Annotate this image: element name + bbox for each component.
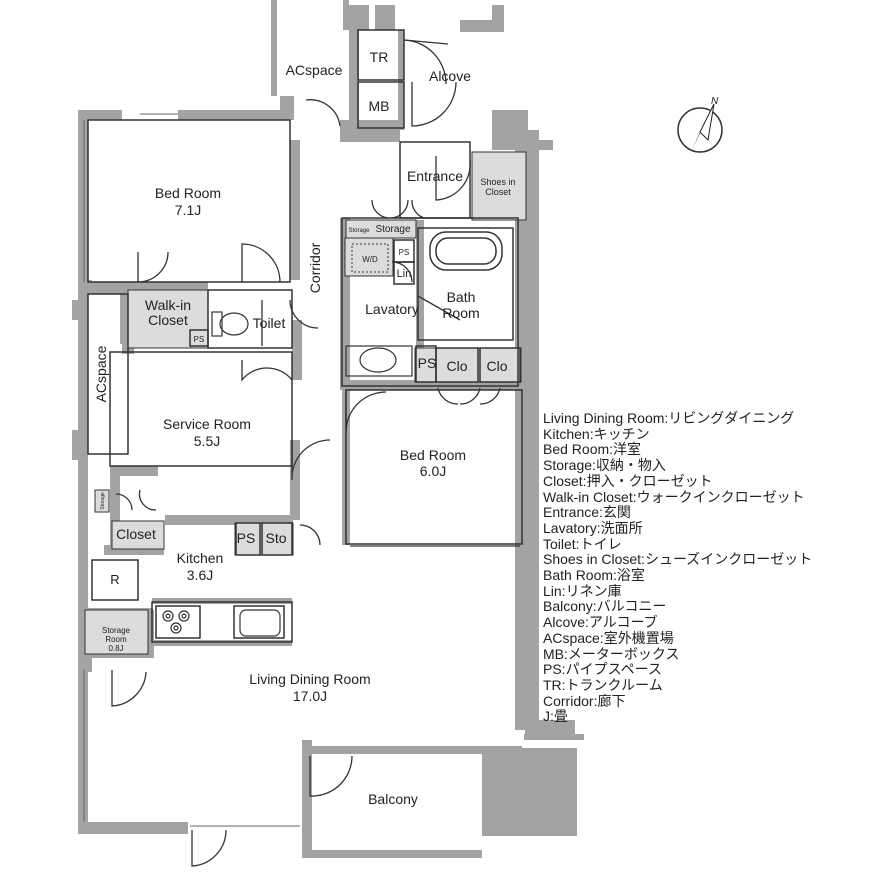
legend-item: PS:パイプスペース [543, 661, 662, 678]
acspace-left-label: ACspace [93, 345, 109, 402]
wd-label: W/D [362, 255, 378, 264]
bath-room-label-2: Room [442, 305, 479, 321]
compass-north-label: N [711, 96, 719, 107]
storage-room-size: 0.8J [108, 644, 123, 653]
ps-lav-label: PS [399, 248, 410, 257]
legend-item: Walk-in Closet:ウォークインクローゼット [543, 488, 805, 505]
legend-item: Lavatory:洗面所 [543, 519, 643, 536]
acspace-top-label: ACspace [286, 62, 343, 78]
bath-room-label-1: Bath [447, 289, 476, 305]
closet-label: Closet [116, 526, 156, 542]
bed-room-1-size: 7.1J [175, 202, 201, 218]
shoes-in-closet-label-1: Shoes in [480, 177, 515, 187]
lavatory-label: Lavatory [365, 301, 419, 317]
alcove-label: Alcove [429, 68, 471, 84]
kitchen-size: 3.6J [187, 567, 213, 583]
storage-room-label-1: Storage [102, 626, 131, 635]
legend: Living Dining Room:リビングダイニング Kitchen:キッチ… [543, 410, 868, 725]
north-compass-icon: N [677, 96, 723, 153]
walk-in-closet-label-2: Closet [148, 312, 188, 328]
service-room-name: Service Room [163, 416, 251, 432]
legend-item: Bath Room:浴室 [543, 567, 645, 584]
refrigerator-label: R [110, 572, 119, 587]
clo-1-label: Clo [446, 358, 467, 374]
bed-room-2-name: Bed Room [400, 447, 466, 463]
bed-room-2-size: 6.0J [420, 463, 446, 479]
legend-item: Living Dining Room:リビングダイニング [543, 410, 795, 426]
legend-item: Lin:リネン庫 [543, 582, 622, 599]
legend-item: MB:メーターボックス [543, 645, 680, 662]
stove-icon [162, 610, 190, 634]
ps-wic-label: PS [194, 335, 205, 344]
sto-label: Sto [265, 530, 286, 546]
legend-item: Balcony:バルコニー [543, 598, 667, 615]
legend-item: Kitchen:キッチン [543, 425, 650, 442]
legend-item: Storage:収納・物入 [543, 457, 666, 474]
washer-dryer-space [351, 243, 389, 273]
walls [72, 0, 584, 858]
room-labels: Bed Room 7.1J Walk-in Closet Toilet ACsp… [110, 49, 507, 807]
entrance-label: Entrance [407, 168, 463, 184]
walk-in-closet-label-1: Walk-in [145, 297, 191, 313]
small-labels: Storage Storage W/D PS Lin Shoes in Clos… [102, 177, 516, 653]
corridor-label: Corridor [307, 242, 323, 293]
lin-label: Lin [397, 268, 412, 280]
door-swings [111, 39, 520, 867]
tr-label: TR [370, 49, 389, 65]
storage-room-label-2: Room [105, 635, 127, 644]
clo-2-label: Clo [486, 358, 507, 374]
ps-kitchen-label: PS [237, 530, 256, 546]
legend-item: Shoes in Closet:シューズインクローゼット [543, 551, 813, 568]
legend-item: Corridor:廊下 [543, 692, 626, 709]
closet-fills [84, 151, 527, 655]
ps-mid-label: PS [418, 355, 437, 371]
shoes-in-closet-label-2: Closet [485, 187, 511, 197]
legend-item: ACspace:室外機置場 [543, 629, 674, 646]
kitchen-name: Kitchen [177, 550, 224, 566]
toilet-icon [211, 311, 249, 337]
legend-item: Toilet:トイレ [543, 535, 622, 552]
storage-side-label: Storage [100, 492, 106, 510]
living-dining-name: Living Dining Room [249, 671, 370, 687]
sink-icon [345, 345, 413, 377]
mb-label: MB [369, 98, 390, 114]
legend-item: Closet:押入・クローゼット [543, 472, 713, 489]
storage-label: Storage [375, 224, 410, 235]
bathtub-icon [429, 231, 503, 271]
toilet-label: Toilet [253, 315, 286, 331]
window-marks [83, 113, 300, 827]
room-outlines [87, 29, 523, 643]
living-dining-size: 17.0J [293, 688, 327, 704]
legend-item: Entrance:玄関 [543, 504, 631, 521]
legend-item: Bed Room:洋室 [543, 441, 642, 458]
legend-item: TR:トランクルーム [543, 676, 663, 693]
balcony-label: Balcony [368, 791, 418, 807]
bed-room-1-name: Bed Room [155, 185, 221, 201]
storage-small-label: Storage [348, 228, 370, 234]
legend-item: Alcove:アルコーブ [543, 614, 658, 631]
kitchen-sink-icon [239, 609, 281, 637]
legend-item: J:畳 [543, 708, 568, 725]
service-room-size: 5.5J [194, 433, 220, 449]
